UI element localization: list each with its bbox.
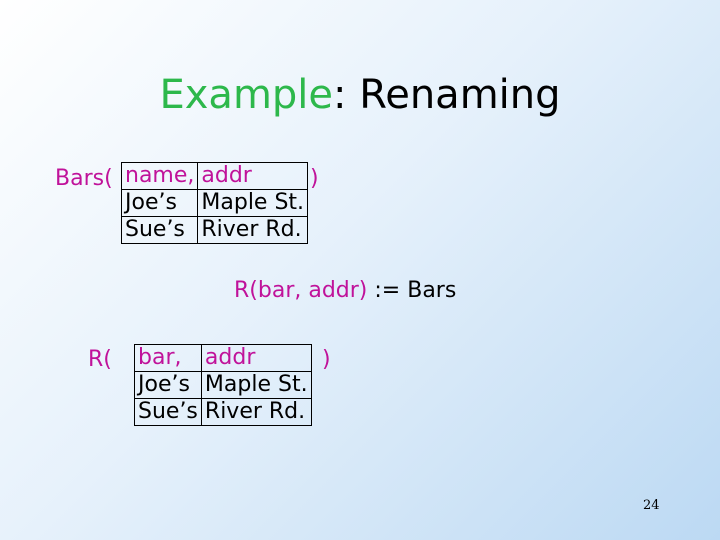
result-header-bar: bar, xyxy=(134,344,202,372)
bars-header-name: name, xyxy=(120,162,199,190)
rename-lhs: R(bar, addr) xyxy=(234,278,368,303)
result-cell-0-1: Maple St. xyxy=(200,371,312,399)
table-row: Sue’s River Rd. xyxy=(120,216,309,244)
table-row: Joe’s Maple St. xyxy=(120,189,309,217)
slide-title: Example: Renaming xyxy=(0,72,720,118)
result-close-paren: ) xyxy=(322,347,331,372)
title-accent: Example xyxy=(159,72,334,118)
result-cell-1-1: River Rd. xyxy=(200,398,312,426)
bars-header-addr: addr xyxy=(197,162,309,190)
bars-cell-0-0: Joe’s xyxy=(120,189,199,217)
result-header-row: bar, addr xyxy=(134,344,312,372)
table-row: Sue’s River Rd. xyxy=(134,398,312,426)
bars-cell-0-1: Maple St. xyxy=(197,189,309,217)
bars-close-paren: ) xyxy=(310,166,319,191)
bars-cell-1-0: Sue’s xyxy=(120,216,199,244)
result-table: bar, addr Joe’s Maple St. Sue’s River Rd… xyxy=(134,344,312,426)
bars-header-row: name, addr xyxy=(120,162,309,190)
bars-cell-1-1: River Rd. xyxy=(197,216,309,244)
rename-op: := Bars xyxy=(367,278,457,303)
result-cell-0-0: Joe’s xyxy=(134,371,202,399)
result-relation-label: R( xyxy=(88,347,112,372)
result-cell-1-0: Sue’s xyxy=(134,398,202,426)
page-number: 24 xyxy=(643,498,660,513)
bars-relation-label: Bars( xyxy=(55,166,113,191)
rename-statement: R(bar, addr) := Bars xyxy=(234,278,456,303)
bars-table: name, addr Joe’s Maple St. Sue’s River R… xyxy=(120,162,309,244)
result-header-addr: addr xyxy=(200,344,312,372)
table-row: Joe’s Maple St. xyxy=(134,371,312,399)
title-rest: : Renaming xyxy=(333,72,561,118)
